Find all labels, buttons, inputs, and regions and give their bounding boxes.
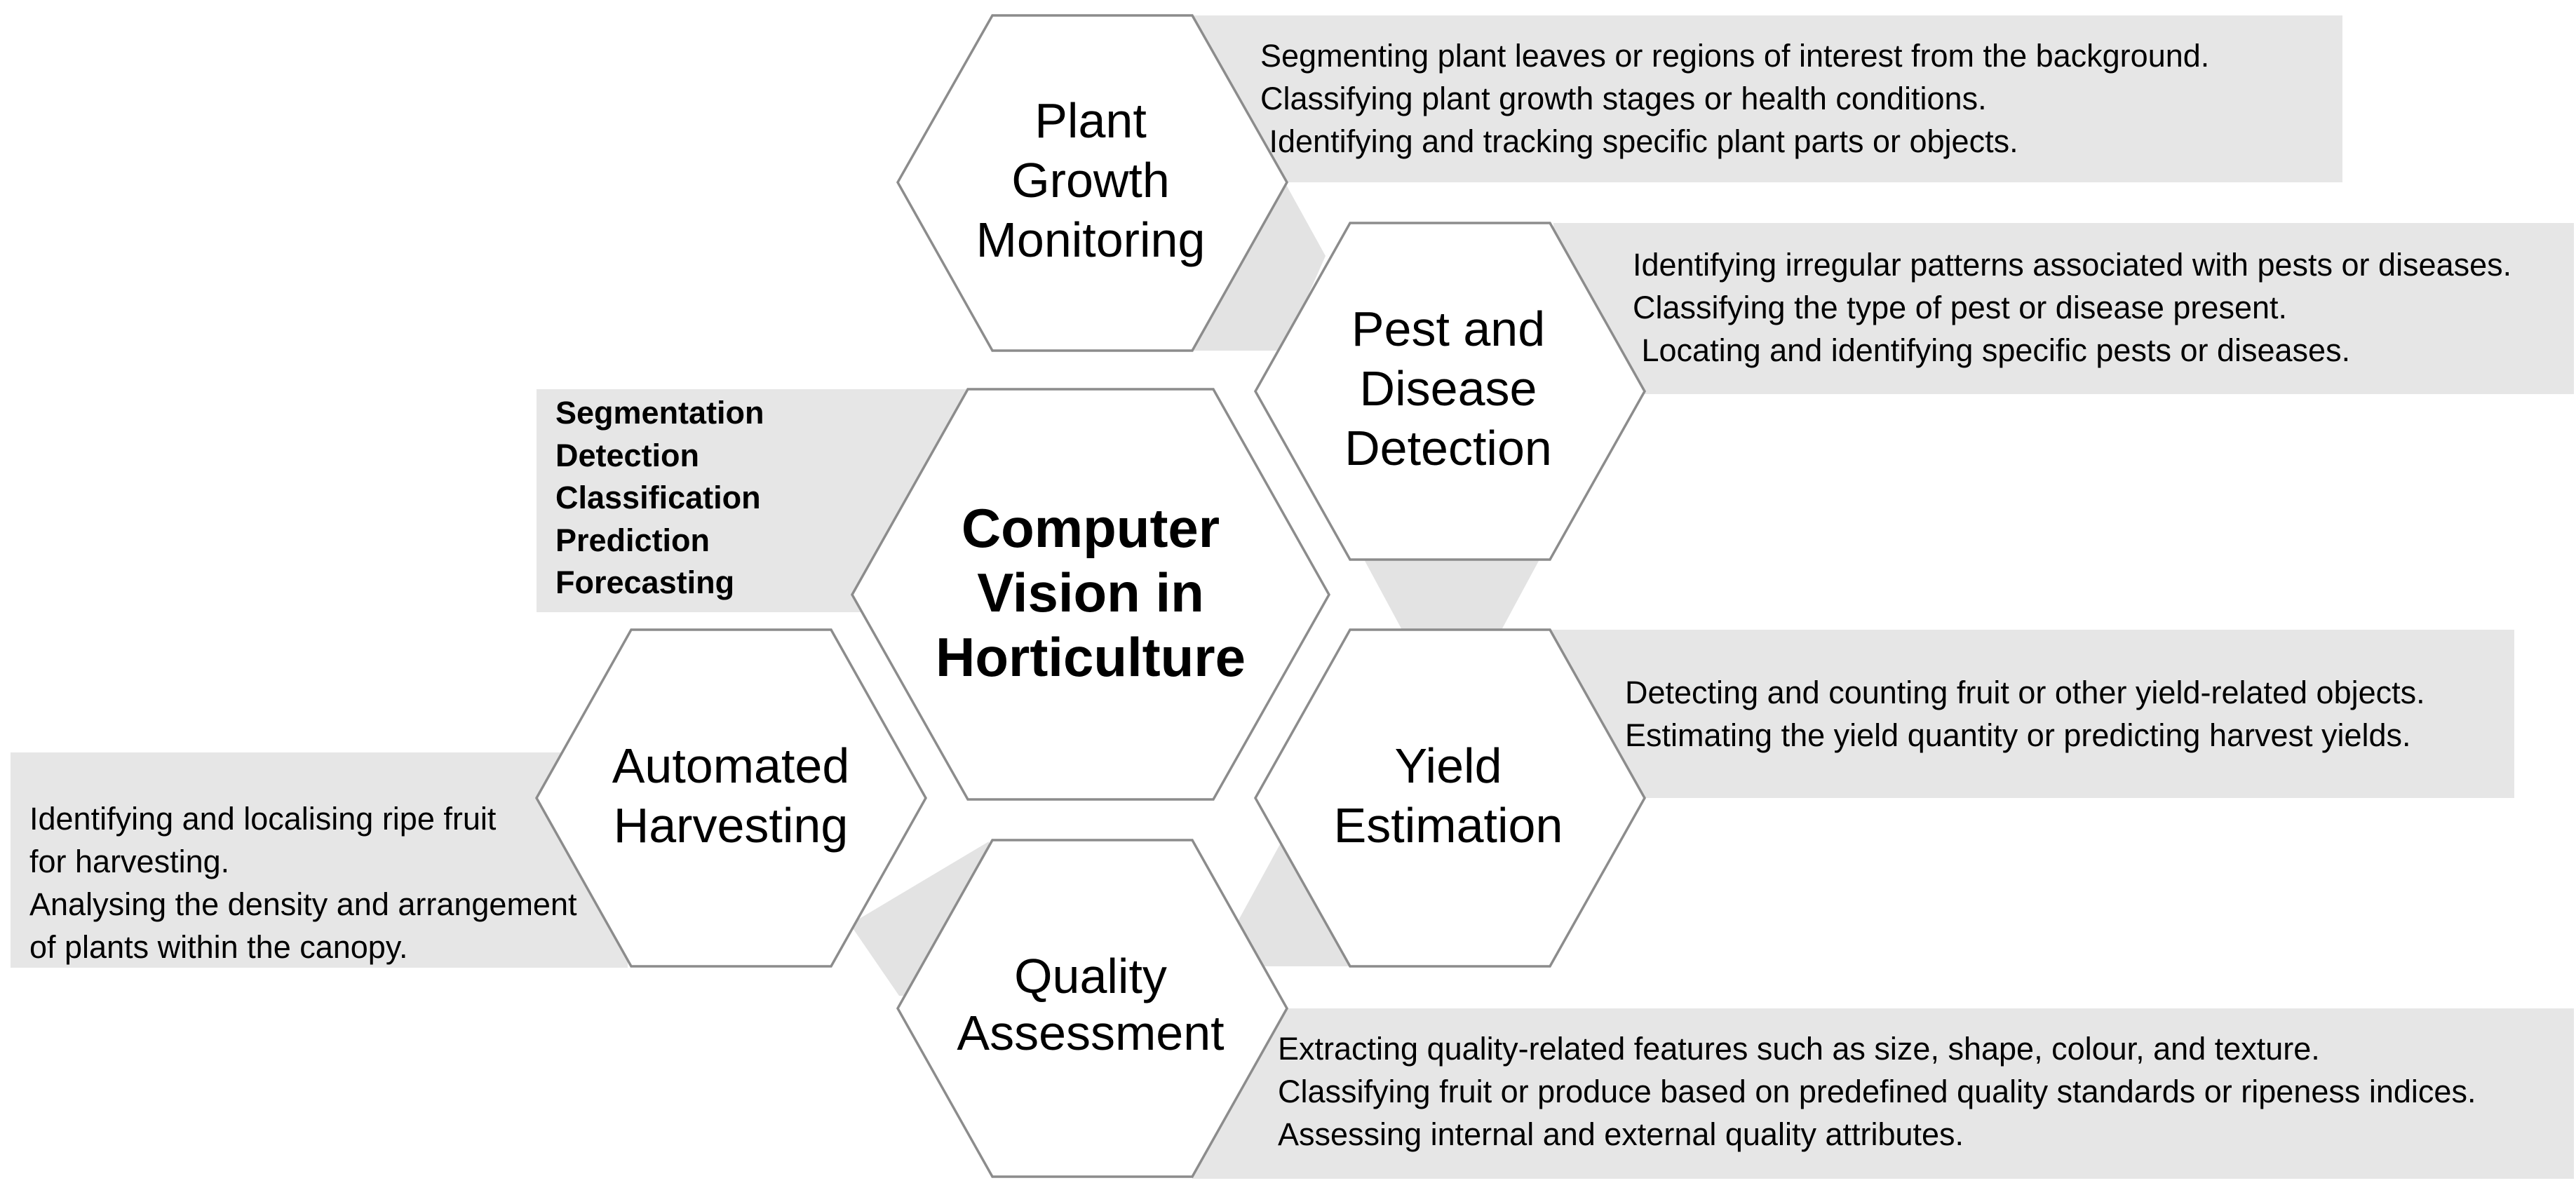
yield-hexagon	[1253, 628, 1647, 968]
yield-description-2: Estimating the yield quantity or predict…	[1625, 717, 2411, 753]
harvesting-description-4: of plants within the canopy.	[29, 929, 408, 965]
center-task-segmentation: Segmentation	[555, 395, 764, 431]
center-title-line-3: Horticulture	[936, 626, 1246, 688]
harvesting-description-3: Analysing the density and arrangement	[29, 886, 577, 922]
center-task-forecasting: Forecasting	[555, 565, 734, 600]
harvesting-hexagon	[534, 628, 928, 968]
yield-title-line-1: Yield	[1394, 738, 1502, 793]
center-task-detection: Detection	[555, 438, 699, 473]
yield-description-1: Detecting and counting fruit or other yi…	[1625, 675, 2425, 710]
connector-plant-to-pest	[1192, 182, 1326, 351]
harvesting-title-line-2: Harvesting	[614, 798, 849, 853]
harvesting-description-1: Identifying and localising ripe fruit	[29, 801, 497, 837]
pest-disease-description-3: Locating and identifying specific pests …	[1633, 332, 2350, 368]
quality-description-box	[1192, 1008, 2574, 1179]
plant-growth-title-line-3: Monitoring	[976, 212, 1206, 267]
quality-description-3: Assessing internal and external quality …	[1278, 1116, 1964, 1152]
pest-disease-title-line-3: Detection	[1344, 421, 1552, 475]
quality-description-1: Extracting quality-related features such…	[1278, 1031, 2320, 1067]
yield-title-line-2: Estimation	[1334, 798, 1563, 853]
plant-growth-description-box	[1192, 15, 2342, 182]
harvesting-description-box	[11, 752, 628, 968]
plant-growth-hexagon	[896, 14, 1289, 352]
pest-disease-description-1: Identifying irregular patterns associate…	[1633, 247, 2511, 283]
yield-description-box	[1546, 630, 2514, 798]
plant-growth-description-1: Segmenting plant leaves or regions of in…	[1260, 38, 2209, 74]
pest-disease-description-2: Classifying the type of pest or disease …	[1633, 290, 2287, 325]
pest-disease-title-line-2: Disease	[1360, 361, 1537, 416]
harvesting-description-2: for harvesting.	[29, 844, 229, 879]
center-title-line-1: Computer	[962, 497, 1220, 559]
pest-disease-hexagon	[1253, 222, 1647, 561]
center-task-prediction: Prediction	[555, 522, 710, 558]
connector-pest-to-yield	[1364, 560, 1539, 631]
center-hexagon	[850, 388, 1331, 801]
center-title-line-2: Vision in	[977, 562, 1204, 623]
harvesting-title-line-1: Automated	[612, 738, 850, 793]
pest-disease-description-box	[1553, 223, 2574, 394]
pest-disease-title-line-1: Pest and	[1351, 302, 1545, 356]
plant-growth-description-2: Classifying plant growth stages or healt…	[1260, 81, 1987, 116]
quality-hexagon	[896, 839, 1289, 1178]
plant-growth-title-line-1: Plant	[1034, 93, 1147, 148]
quality-title-line-2: Assessment	[957, 1006, 1224, 1060]
plant-growth-title-line-2: Growth	[1011, 153, 1170, 208]
quality-title-line-1: Quality	[1014, 949, 1167, 1003]
quality-description-2: Classifying fruit or produce based on pr…	[1278, 1074, 2476, 1109]
plant-growth-description-3: Identifying and tracking specific plant …	[1260, 123, 2018, 159]
center-task-classification: Classification	[555, 480, 761, 515]
